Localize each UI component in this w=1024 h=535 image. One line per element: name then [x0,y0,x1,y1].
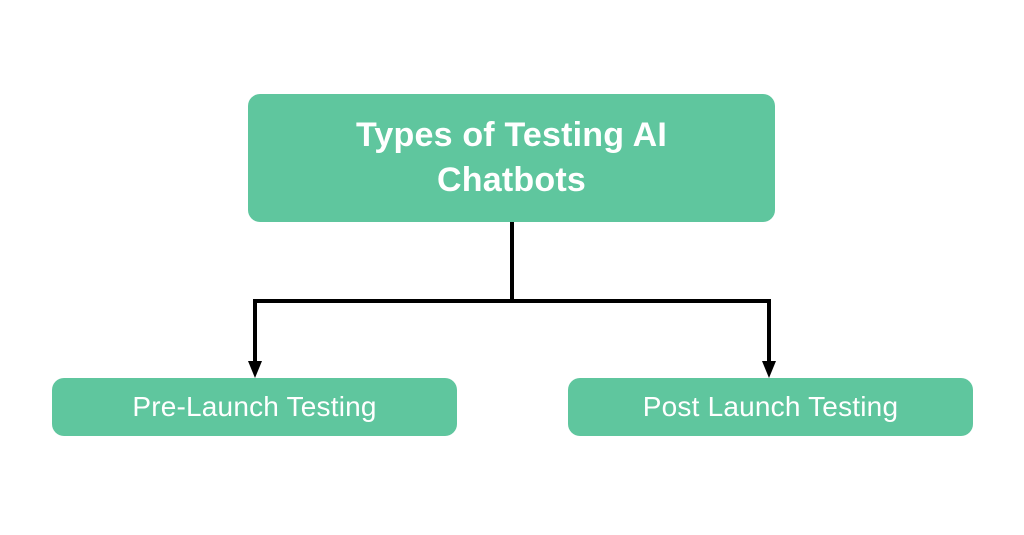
right-arrowhead-icon [762,361,776,378]
left-arrowhead-icon [248,361,262,378]
child-node-label: Post Launch Testing [642,391,899,423]
child-node-pre-launch-testing: Pre-Launch Testing [52,378,457,436]
child-node-post-launch-testing: Post Launch Testing [568,378,973,436]
child-node-label: Pre-Launch Testing [132,391,377,423]
